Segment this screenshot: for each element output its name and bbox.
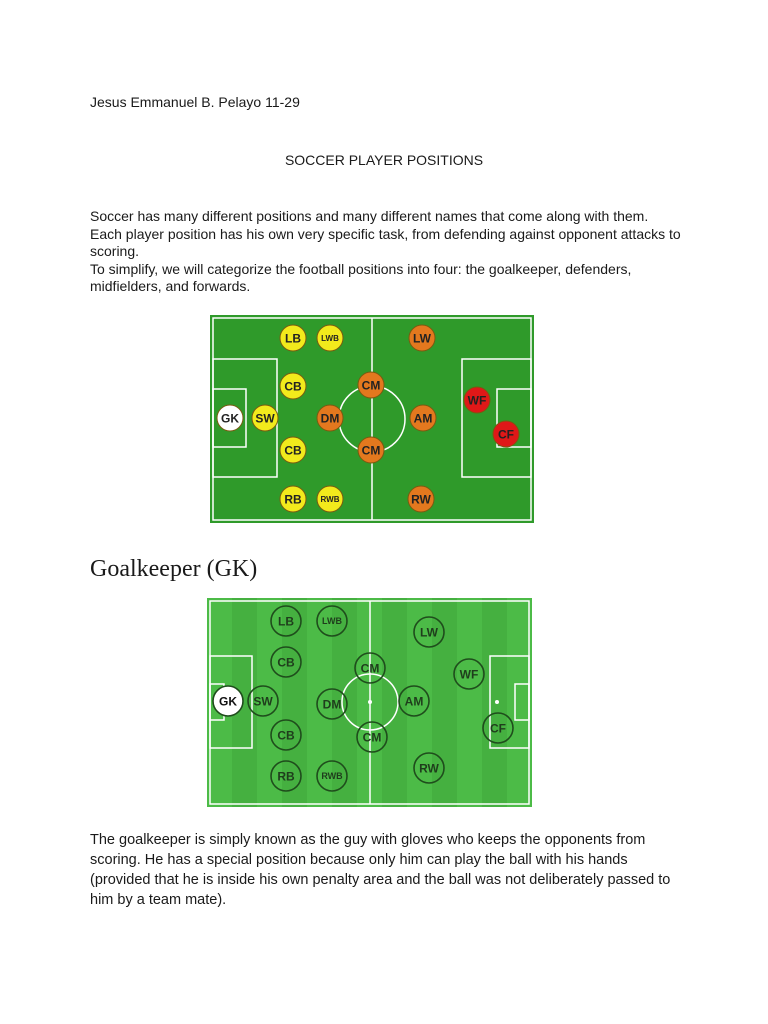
goalkeeper-heading: Goalkeeper (GK) (90, 556, 258, 582)
player-label-cb: CB (284, 379, 302, 393)
player-label-lwb: LWB (322, 616, 342, 626)
player-label-sw: SW (255, 411, 275, 425)
player-marker-am (398, 685, 430, 717)
player-label-dm: DM (323, 697, 342, 711)
player-marker-cb (270, 646, 302, 678)
player-marker-cm (357, 436, 385, 464)
player-marker-lw (413, 616, 445, 648)
player-marker-rwb (316, 485, 344, 513)
player-label-rb: RB (284, 492, 302, 506)
center-circle (341, 673, 399, 731)
player-marker-dm (316, 404, 344, 432)
player-label-lwb: LWB (321, 334, 339, 343)
player-marker-cb (270, 719, 302, 751)
player-marker-dm (316, 688, 348, 720)
player-label-rwb: RWB (321, 495, 340, 504)
player-label-rw: RW (419, 761, 439, 775)
player-label-rw: RW (411, 492, 431, 506)
player-marker-rw (407, 485, 435, 513)
right-goal-area (496, 388, 532, 448)
player-label-dm: DM (321, 411, 340, 425)
player-marker-sw (247, 685, 279, 717)
player-label-lw: LW (413, 331, 432, 345)
player-label-cf: CF (498, 427, 514, 441)
player-marker-rb (270, 760, 302, 792)
player-marker-lb (279, 324, 307, 352)
player-marker-cm (354, 652, 386, 684)
player-label-lw: LW (420, 625, 439, 639)
player-label-cm: CM (363, 730, 382, 744)
player-marker-cb (279, 372, 307, 400)
center-spot (368, 700, 372, 704)
player-label-lb: LB (278, 614, 294, 628)
player-marker-wf (463, 386, 491, 414)
pitch-stripe (482, 598, 507, 807)
pitch-stripe (332, 598, 357, 807)
player-label-am: AM (414, 411, 433, 425)
player-label-rb: RB (277, 769, 295, 783)
pitch-stripe (382, 598, 407, 807)
positions-diagram-goalkeeper: LB LWB LW CB CM WF GK SW DM AM CF CB CM RB RWB RW (207, 598, 532, 807)
player-marker-gk (216, 404, 244, 432)
player-marker-lw (408, 324, 436, 352)
player-label-cb: CB (277, 728, 295, 742)
player-label-sw: SW (253, 694, 273, 708)
penalty-spot (495, 700, 499, 704)
positions-diagram-colored: LB LWB LW CB CM WF GK SW DM AM CF CB CM RB RWB RW (210, 315, 534, 523)
player-label-gk: GK (221, 411, 239, 425)
goalkeeper-description: The goalkeeper is simply known as the gu… (90, 832, 671, 908)
right-goal-area (514, 683, 530, 721)
intro-paragraph-1: Soccer has many different positions and … (90, 208, 649, 224)
player-label-cf: CF (490, 721, 506, 735)
left-goal-area (212, 388, 247, 448)
player-marker-cm (356, 721, 388, 753)
player-label-wf: WF (468, 393, 487, 407)
player-marker-lb (270, 605, 302, 637)
player-marker-cb (279, 436, 307, 464)
intro-paragraph-3: To simplify, we will categorize the foot… (90, 260, 632, 295)
player-marker-wf (453, 658, 485, 690)
player-marker-cf (492, 420, 520, 448)
author-line: Jesus Emmanuel B. Pelayo 11-29 (90, 94, 300, 110)
player-marker-am (409, 404, 437, 432)
player-label-lb: LB (285, 331, 301, 345)
player-marker-lwb (316, 324, 344, 352)
player-marker-cf (482, 712, 514, 744)
player-label-am: AM (405, 694, 424, 708)
player-label-cm: CM (362, 378, 381, 392)
player-label-cm: CM (361, 661, 380, 675)
player-label-gk: GK (219, 694, 237, 708)
player-label-rwb: RWB (321, 771, 343, 781)
player-label-cb: CB (284, 443, 302, 457)
intro-paragraph-2: Each player position has his own very sp… (90, 225, 681, 260)
player-marker-sw (251, 404, 279, 432)
player-label-wf: WF (460, 667, 479, 681)
player-marker-rb (279, 485, 307, 513)
player-marker-cm (357, 371, 385, 399)
player-marker-lwb (316, 605, 348, 637)
document-title: SOCCER PLAYER POSITIONS (284, 152, 484, 168)
player-marker-rwb (316, 760, 348, 792)
player-marker-rw (413, 752, 445, 784)
player-label-cm: CM (362, 443, 381, 457)
player-marker-gk (212, 685, 244, 717)
intro-text: Soccer has many different positions and … (90, 208, 690, 296)
player-label-cb: CB (277, 655, 295, 669)
